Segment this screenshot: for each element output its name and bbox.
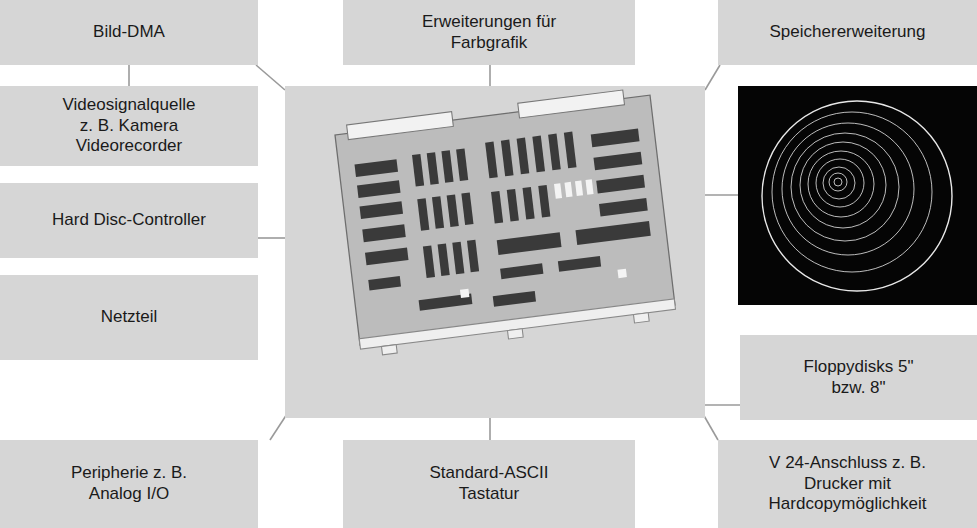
box-label: Netzteil: [101, 307, 158, 328]
component-box: Netzteil: [0, 275, 258, 360]
board-rails: [359, 299, 676, 358]
box-label: Standard-ASCII Tastatur: [419, 463, 559, 504]
center-panel: [285, 86, 705, 418]
link-line: [705, 404, 740, 406]
component-box: Peripherie z. B. Analog I/O: [0, 440, 258, 528]
circuit-board: [334, 87, 677, 358]
component-box: Bild-DMA: [0, 0, 258, 65]
connector: [518, 90, 625, 118]
box-label: V 24-Anschluss z. B. Drucker mit Hardcop…: [763, 453, 933, 515]
link-line: [703, 414, 718, 440]
chips: [354, 123, 657, 322]
link-line: [705, 65, 720, 90]
box-label: Speichererweiterung: [770, 22, 926, 43]
sphere-graphic: [762, 101, 952, 291]
component-box: Speichererweiterung: [718, 0, 977, 65]
link-lines: [256, 65, 740, 440]
component-box: V 24-Anschluss z. B. Drucker mit Hardcop…: [718, 440, 977, 528]
component-box: Standard-ASCII Tastatur: [343, 440, 635, 528]
link-line: [270, 414, 287, 440]
link-line: [258, 237, 285, 239]
link-line: [705, 194, 738, 196]
box-label: Erweiterungen für Farbgrafik: [399, 12, 579, 53]
box-label: Videosignalquelle z. B. Kamera Videoreco…: [57, 95, 202, 157]
box-label: Bild-DMA: [93, 22, 165, 43]
box-label: Peripherie z. B. Analog I/O: [54, 463, 204, 504]
screen-image: [738, 86, 977, 305]
connector-line: [128, 65, 130, 86]
connector: [347, 112, 454, 140]
box-label: Floppydisks 5" bzw. 8": [799, 357, 919, 398]
component-box: Hard Disc-Controller: [0, 183, 258, 258]
component-box: Erweiterungen für Farbgrafik: [343, 0, 635, 65]
link-line: [256, 65, 285, 90]
link-line: [489, 418, 491, 440]
component-box: Videosignalquelle z. B. Kamera Videoreco…: [0, 86, 258, 166]
component-box: Floppydisks 5" bzw. 8": [740, 335, 977, 420]
box-label: Hard Disc-Controller: [52, 210, 206, 231]
memory-chips: [449, 176, 627, 298]
link-line: [489, 65, 491, 86]
